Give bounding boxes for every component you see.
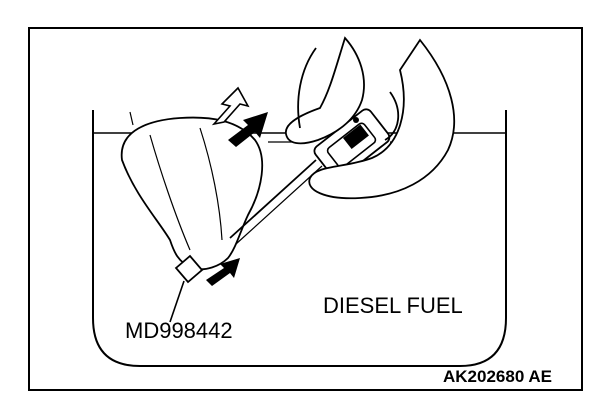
outline-arrow-icon [211, 86, 250, 126]
tool-label: MD998442 [125, 318, 233, 343]
small-arrow-icon [206, 258, 240, 286]
bold-arrow-icon [228, 112, 268, 147]
diagram-frame [28, 27, 583, 391]
fuel-container [92, 110, 507, 367]
air-bleed-tool-icon [174, 108, 391, 284]
tool-leader-line [169, 280, 185, 323]
fluid-label: DIESEL FUEL [323, 293, 463, 318]
figure-code-label: AK202680 AE [443, 367, 552, 386]
hand-illustration-icon [285, 36, 455, 200]
